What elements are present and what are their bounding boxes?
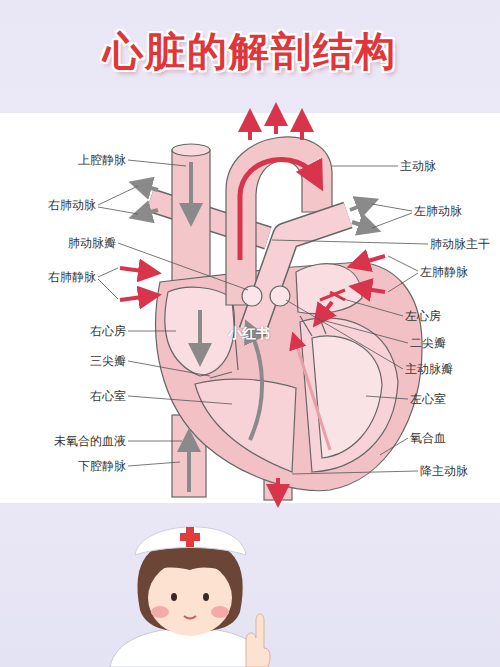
leader-line (372, 204, 412, 228)
right-atrium (165, 287, 235, 376)
grey-arrow (350, 203, 368, 210)
bangs (145, 550, 236, 578)
pulmonary-trunk (252, 215, 348, 332)
cheek (211, 606, 229, 618)
part-label: 氧合血 (410, 431, 446, 445)
vessel-opening (172, 144, 210, 156)
leader-line (286, 300, 403, 369)
red-arrow (248, 120, 252, 140)
blood-flow-arrow (320, 302, 332, 318)
leader-line (322, 320, 408, 343)
grey-arrow (140, 210, 158, 215)
nurse-hat (135, 527, 246, 555)
blood-flow-arrow (189, 162, 193, 215)
leader-line (380, 438, 408, 455)
part-label: 上腔静脉 (78, 153, 126, 167)
cheek (151, 606, 169, 618)
leader-line (128, 160, 186, 166)
leader-line (128, 396, 232, 404)
leader-line (128, 361, 210, 376)
leader-line (128, 331, 176, 332)
part-label: 左肺静脉 (420, 265, 468, 279)
red-arrow (120, 268, 150, 272)
left-ventricle (300, 318, 398, 472)
leader-line (98, 268, 118, 299)
flow-arrows (120, 114, 385, 496)
red-arrow (360, 288, 385, 292)
red-arrow (276, 478, 280, 496)
grey-arrow (140, 185, 158, 190)
part-label: 右心室 (90, 389, 126, 403)
red-arrow (274, 114, 278, 134)
part-label: 左肺动脉 (414, 204, 462, 218)
part-label: 二尖瓣 (410, 336, 446, 350)
mouth (184, 616, 196, 619)
leader-line (340, 298, 403, 316)
grey-arrow (352, 222, 370, 228)
leader-line (388, 256, 418, 292)
aortic-valve (270, 286, 290, 306)
leader-line (118, 243, 248, 290)
part-label: 左心室 (410, 392, 446, 406)
leader-line (332, 166, 398, 167)
left-ventricle-inner (312, 336, 382, 458)
part-label: 左心房 (405, 309, 441, 323)
part-label: 降主动脉 (420, 464, 468, 478)
leader-line (128, 441, 182, 442)
red-arrow (300, 120, 304, 140)
right-ventricle (195, 379, 296, 472)
part-label: 下腔静脉 (78, 459, 126, 473)
red-arrow (358, 256, 385, 264)
part-label: 未氧合的血液 (54, 434, 126, 448)
leader-line (272, 240, 428, 244)
nurse-illustration (110, 527, 270, 667)
heart-body (156, 262, 422, 491)
blood-flow-arrow (250, 330, 262, 440)
part-label: 肺动脉瓣 (68, 236, 116, 250)
leader-line (98, 186, 138, 214)
part-label: 三尖瓣 (90, 354, 126, 368)
leader-line (292, 471, 418, 474)
leader-line (366, 396, 408, 399)
blood-flow-arrow (198, 310, 202, 355)
face (148, 560, 232, 636)
eye (171, 593, 177, 601)
title-text: 心脏的解剖结构 (0, 24, 500, 79)
blood-flow-arrow (295, 340, 330, 450)
red-arrow (120, 296, 150, 300)
red-cross (180, 527, 200, 547)
leader-line (128, 462, 180, 466)
watermark: 小红书 (228, 326, 270, 340)
heart-drawing (150, 137, 422, 500)
pointing-hand (246, 614, 270, 667)
part-label: 右肺动脉 (48, 198, 96, 212)
part-label: 主动脉瓣 (405, 362, 453, 376)
eye (203, 593, 209, 601)
leader-lines (98, 160, 428, 474)
blood-flow-arrow (187, 440, 191, 492)
part-label: 右肺静脉 (48, 270, 96, 284)
part-label: 右心房 (90, 324, 126, 338)
pulmonary-trunk (252, 215, 348, 332)
part-label: 肺动脉主干 (430, 237, 490, 251)
part-label: 主动脉 (400, 159, 436, 173)
